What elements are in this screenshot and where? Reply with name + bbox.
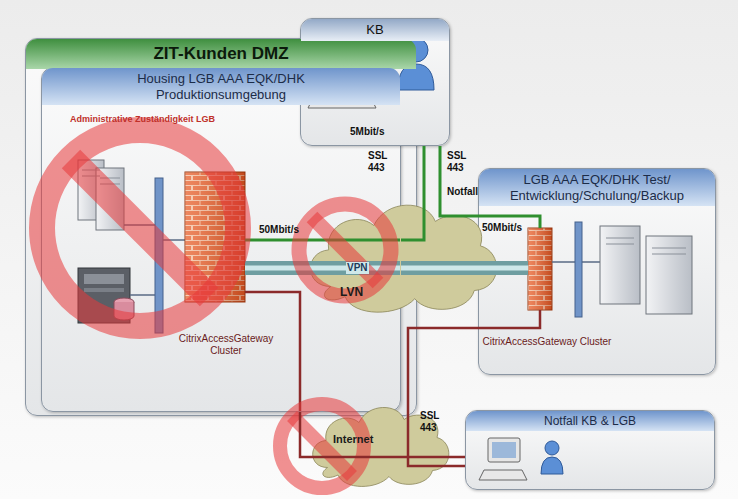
link-line: [300, 412, 465, 457]
notfall-computer: [479, 438, 527, 480]
link-label: 50Mbit/s: [482, 222, 522, 234]
test-servers-part: [600, 226, 640, 304]
test-stubs: [478, 216, 540, 328]
prohibition-sign: [280, 404, 364, 488]
server-towers: [78, 160, 124, 230]
notfall-computer-part: [488, 438, 520, 462]
test-firewall-part: [528, 228, 552, 310]
test-stubs-part: [478, 310, 540, 328]
link-label: Notfall: [446, 186, 479, 198]
kb-computer: [308, 40, 390, 108]
test-bar-part: [575, 222, 582, 317]
link-label: SSL 443: [368, 150, 394, 174]
network-link: [300, 412, 465, 457]
test-servers-part: [646, 236, 692, 314]
link-label: SSL 443: [447, 150, 473, 174]
test-stubs-part: [478, 261, 528, 275]
prohibition-sign: [42, 130, 238, 326]
network-link: [440, 146, 478, 216]
notfall-user-part: [545, 441, 559, 455]
panel-header: Notfall KB & LGB: [466, 411, 714, 431]
link-label: VPN: [346, 262, 369, 274]
test-bar: [552, 222, 600, 317]
housing-stubs-part: [245, 261, 400, 275]
prohibition-sign-part: [42, 130, 238, 326]
panel-header: ZIT-Kunden DMZ: [26, 39, 416, 69]
link-label: 50Mbit/s: [258, 224, 300, 236]
db-server-part: [84, 274, 124, 284]
network-bar-part: [155, 178, 163, 333]
firewall-part: [185, 172, 245, 302]
network-link: [401, 268, 478, 269]
kb-user-part: [404, 38, 428, 62]
test-servers: [600, 226, 692, 314]
server-towers-part: [78, 160, 104, 220]
link-line: [401, 261, 478, 275]
kb-computer-part: [323, 45, 363, 73]
link-line: [401, 146, 424, 240]
kb-user: [398, 38, 434, 90]
test-firewall: [528, 228, 552, 310]
notfall-computer-part: [479, 470, 527, 480]
panel-header: Housing LGB AAA EQK/DHK Produktionsumgeb…: [42, 68, 400, 105]
network-link: [408, 328, 478, 466]
cloud-outline: [310, 205, 496, 312]
test-firewall-part: [528, 228, 552, 310]
cloud-label: LVN: [340, 285, 363, 299]
prohibition-sign-part: [280, 404, 364, 488]
network-link: [401, 146, 424, 240]
test-bar-part: [552, 261, 600, 263]
cloud-shape: [300, 195, 505, 317]
notfall-user: [541, 441, 563, 474]
housing-stubs-part: [245, 239, 400, 242]
server-towers-part: [82, 170, 120, 184]
link-line: [408, 328, 478, 466]
kb-computer-part: [318, 40, 368, 78]
housing-stubs-part: [245, 266, 400, 271]
zone-panel: Notfall KB & LGB: [465, 410, 715, 490]
prohibition-sign-part: [299, 204, 391, 296]
network-cloud: LVN: [300, 195, 505, 317]
server-towers-part: [96, 168, 124, 230]
network-bar-part: [163, 239, 185, 241]
link-label: CitrixAccessGateway Cluster: [482, 336, 612, 348]
kb-computer-part: [336, 78, 350, 84]
prohibition-sign-part: [312, 217, 378, 283]
panel-header: KB: [301, 19, 449, 41]
test-servers-part: [606, 238, 686, 254]
network-bar-part: [124, 225, 155, 295]
db-server-part: [114, 302, 134, 320]
link-line: [401, 266, 478, 271]
prohibition-sign-part: [292, 416, 352, 476]
notfall-computer-part: [492, 442, 516, 458]
kb-computer-part: [372, 54, 390, 98]
link-label: CitrixAccessGateway Cluster: [165, 333, 287, 357]
cloud-outline: [313, 407, 449, 486]
prohibition-sign-part: [71, 159, 209, 297]
db-server-part: [84, 288, 124, 292]
zone-note: Administrative Zuständigkeit LGB: [70, 114, 215, 124]
link-label: 5Mbit/s: [350, 126, 384, 138]
housing-stubs: [245, 240, 400, 411]
link-label: SSL 443: [420, 410, 446, 434]
kb-computer-part: [308, 92, 376, 108]
link-line: [440, 146, 478, 216]
db-server: [78, 268, 134, 323]
test-stubs-part: [478, 266, 528, 271]
network-bar: [124, 178, 185, 333]
prohibition-sign: [299, 204, 391, 296]
panel-header: LGB AAA EQK/DHK Test/ Entwicklung/Schulu…: [479, 169, 715, 206]
firewall-part: [185, 172, 245, 302]
db-server-part: [78, 268, 130, 323]
cloud-label: Internet: [333, 433, 373, 445]
housing-stubs-part: [245, 292, 300, 411]
db-server-part: [114, 298, 134, 306]
firewall: [185, 172, 245, 302]
notfall-user-part: [541, 457, 563, 474]
kb-user-part: [398, 64, 434, 90]
